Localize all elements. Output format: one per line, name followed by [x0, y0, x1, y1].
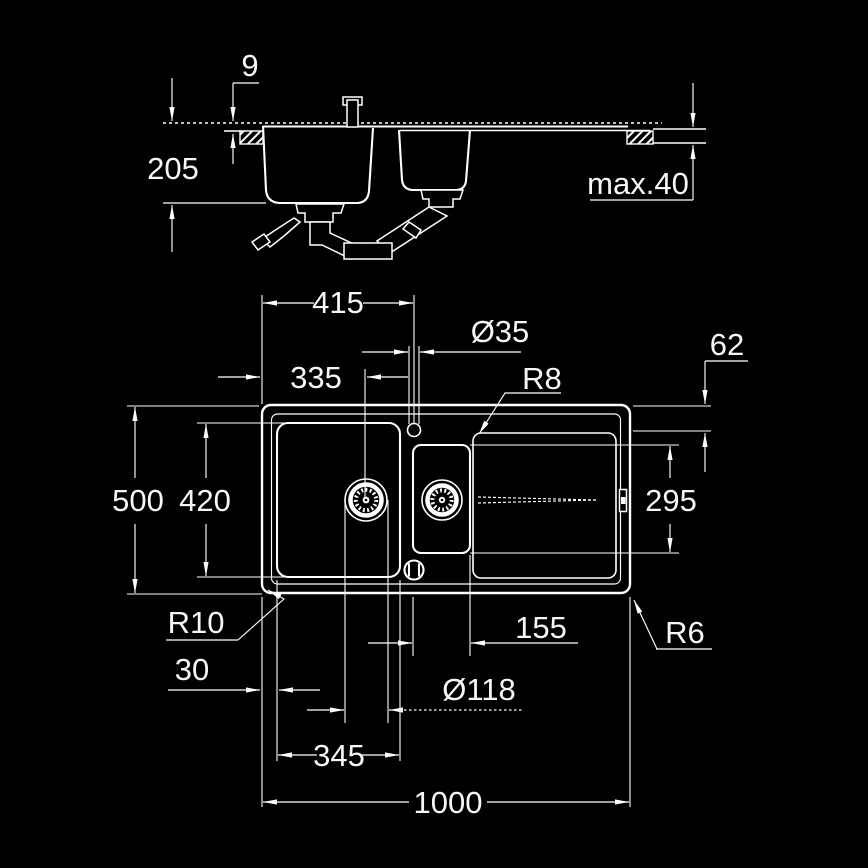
drain-flange [348, 482, 384, 518]
sink-outer-outline [260, 403, 632, 595]
dim-overall-width: 1000 [263, 785, 629, 820]
drain-flange [425, 483, 459, 517]
dim-tap-from-left: 415 [263, 285, 413, 320]
main-bowl-profile [261, 125, 375, 205]
drainer-groove [477, 499, 597, 504]
dim-outer-radius: R6 [633, 599, 712, 650]
leader-line [237, 589, 285, 641]
dim-label-500: 500 [112, 483, 164, 518]
extension-lines [127, 295, 711, 807]
main-bowl-outline [275, 421, 402, 579]
dim-drain-from-left: 335 [218, 360, 408, 395]
dim-label-295: 295 [645, 483, 697, 518]
drain-strainer-holes [353, 487, 379, 513]
dim-tap-hole-diameter: Ø35 [362, 314, 530, 355]
rim-edge-marker [618, 488, 628, 513]
dim-label-420: 420 [179, 483, 231, 518]
dim-label-205: 205 [147, 151, 199, 186]
waste-tee [343, 242, 393, 260]
worktop-hatch-left [239, 130, 264, 145]
dim-halfbowl-width: 155 [368, 610, 578, 646]
dim-drainer-depth: 295 [645, 446, 697, 552]
drain-hub-dot [440, 498, 444, 502]
outlet-cap [250, 232, 272, 252]
dim-label-345: 345 [313, 738, 365, 773]
main-bowl-drain [344, 478, 388, 522]
half-bowl-drain [421, 479, 463, 521]
dim-edge-to-drainer: 62 [702, 327, 748, 472]
overflow-control [403, 559, 425, 581]
dim-label-30: 30 [175, 652, 209, 687]
dim-label-r10: R10 [168, 605, 225, 640]
dim-rim-height: 9 [230, 48, 259, 164]
plan-view: 415 Ø35 335 62 R8 500 [112, 285, 748, 820]
drainer-panel-outline [472, 432, 617, 579]
dim-bowl-radius: R10 [166, 589, 285, 641]
drainer-groove [477, 496, 597, 501]
dim-label-max40: max.40 [587, 166, 689, 201]
edge-marker-notch [621, 497, 626, 504]
overflow-circle [403, 559, 425, 581]
section-view: 9 205 max.40 [147, 48, 706, 260]
dim-label-r6: R6 [665, 615, 705, 650]
overflow-pipe [346, 99, 359, 128]
worktop-hatch-right [626, 130, 654, 145]
dim-label-335: 335 [290, 360, 342, 395]
dim-label-9: 9 [241, 48, 258, 83]
dim-main-bowl-width: 345 [278, 738, 399, 773]
dim-label-1000: 1000 [414, 785, 483, 820]
half-bowl-drain-basket [420, 189, 465, 208]
waste-assembly [250, 96, 465, 260]
dim-label-r8: R8 [522, 361, 562, 396]
dim-label-155: 155 [515, 610, 567, 645]
dim-label-415: 415 [312, 285, 364, 320]
dim-label-dia118: Ø118 [442, 672, 516, 707]
leader-line [478, 392, 561, 435]
leader-line [633, 599, 658, 650]
dim-drainer-radius: R8 [478, 361, 562, 435]
pipe-collar [401, 221, 423, 240]
half-bowl-profile [397, 129, 472, 192]
dim-bowl-depth-plan: 420 [179, 424, 231, 576]
dim-overall-depth: 500 [112, 407, 164, 593]
tap-hole [406, 422, 422, 438]
dim-label-dia35: Ø35 [471, 314, 530, 349]
main-drain-basket [295, 203, 346, 223]
dim-bowl-depth: 205 [147, 78, 199, 252]
dim-edge-margin: 30 [168, 652, 320, 693]
half-bowl-outline [411, 443, 472, 555]
dim-drain-diameter: Ø118 [307, 672, 523, 713]
drain-outer-ring [421, 479, 463, 521]
dim-worktop-thickness: max.40 [587, 83, 696, 201]
drain-hub-dot [364, 498, 368, 502]
drain-strainer-holes [430, 488, 454, 512]
dim-label-62: 62 [710, 327, 744, 362]
